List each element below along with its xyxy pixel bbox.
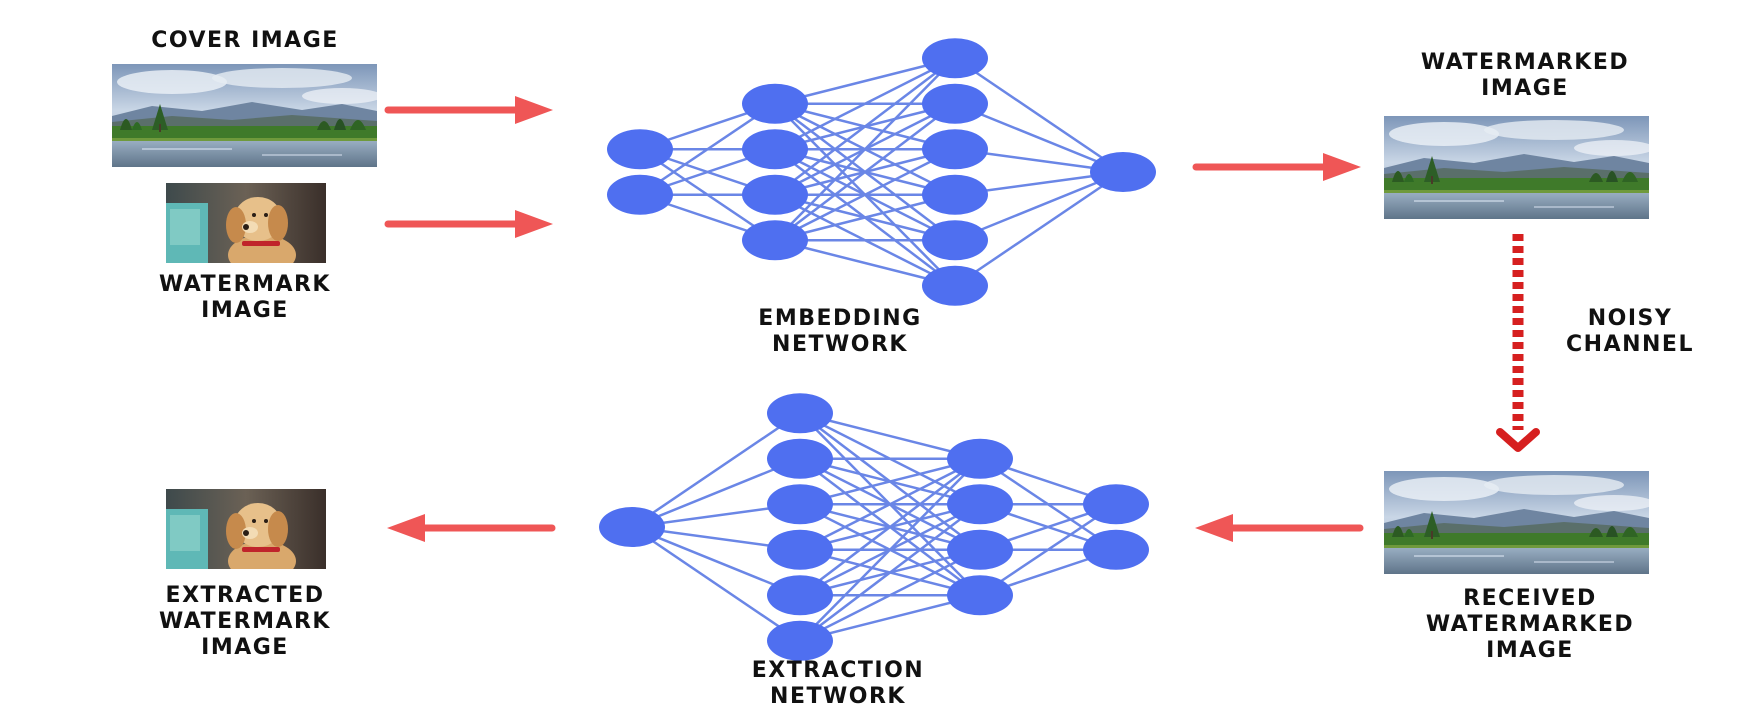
watermark-image [166,183,326,263]
extraction-network-node [947,484,1013,525]
extraction-network-node [1083,529,1149,570]
extraction-to-extracted-arrow [387,514,556,542]
embedding-network-label: EMBEDDING NETWORK [758,306,922,357]
extraction-network-edge [631,412,801,529]
embedding-network-node [922,220,988,261]
extraction-network-node [599,507,665,547]
embedding-network-edge [954,170,1124,287]
cover-image [112,64,377,167]
embedding-network-node [742,83,808,124]
noisy-channel-arrow [1496,234,1540,452]
embedding-network-node [742,220,808,261]
embedding-to-watermarked-arrow [1192,153,1361,181]
watermarked-image-label: WATERMARKED IMAGE [1420,50,1630,101]
embedding-network-node [1090,152,1156,192]
received-watermarked-image [1384,471,1649,574]
extraction-network-node [767,529,833,570]
embedding-network-node [922,265,988,306]
embedding-network-node [922,38,988,79]
cover-to-embedding-arrow [384,96,553,124]
extraction-network-node [767,438,833,479]
extraction-network-edge [799,457,981,642]
embedding-network-node [922,174,988,215]
watermarked-image [1384,116,1649,219]
embedding-network-node [607,129,673,170]
extracted-watermark-image [166,489,326,569]
embedding-network-edge [954,170,1124,242]
embedding-network-edge [774,57,956,196]
embedding-network-node [607,174,673,215]
extraction-network-node [947,529,1013,570]
extraction-network-node [947,438,1013,479]
received-to-extraction-arrow [1195,514,1364,542]
embedding-network-node [742,129,808,170]
embedding-network [607,38,1156,306]
extraction-network-edge [799,457,981,597]
extraction-network-edge [799,457,981,551]
extraction-network-node [767,393,833,434]
extraction-network-edge [631,525,801,597]
extraction-network-node [947,575,1013,616]
extraction-network-edge [631,457,801,529]
extraction-network-edge [799,548,981,642]
embedding-network-node [742,174,808,215]
extraction-network-node [767,575,833,616]
extraction-network-node [1083,484,1149,525]
extraction-network-node [767,484,833,525]
extraction-network-edge [631,525,801,642]
embedding-network-node [922,129,988,170]
watermark-image-label: WATERMARK IMAGE [159,272,331,323]
embedding-network-edge [639,102,776,196]
received-watermarked-image-label: RECEIVED WATERMARKED IMAGE [1425,586,1635,663]
embedding-network-edge [774,148,956,242]
extracted-watermark-image-label: EXTRACTED WATERMARK IMAGE [159,583,331,660]
watermark-to-embedding-arrow [384,210,553,238]
extraction-network-label: EXTRACTION NETWORK [751,658,925,709]
embedding-network-edge [774,57,956,242]
cover-image-label: COVER IMAGE [151,28,339,53]
embedding-network-edge [954,102,1124,174]
noisy-channel-label: NOISY CHANNEL [1566,306,1694,357]
embedding-network-edge [774,102,956,242]
extraction-network [599,393,1149,661]
extraction-network-node [767,620,833,661]
extraction-network-edge [799,503,981,642]
embedding-network-edge [954,57,1124,174]
embedding-network-edge [774,57,956,151]
extraction-network-edge [979,503,1117,597]
embedding-network-node [922,83,988,124]
